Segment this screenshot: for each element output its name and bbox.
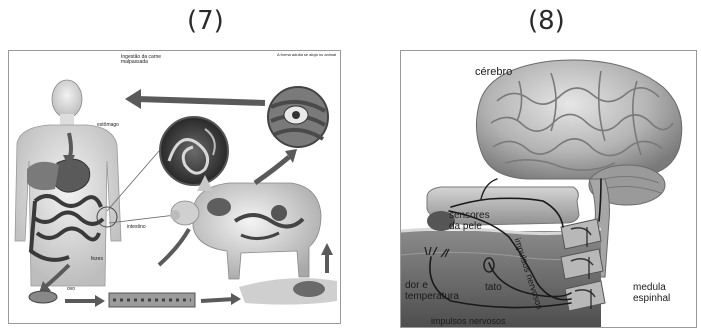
- label-feces: fezes: [91, 257, 103, 262]
- human-body: [15, 80, 121, 286]
- label-adult-in-animal: A forma adulta se aloja no animal: [277, 53, 337, 57]
- label-pain-temperature: dor e temperatura: [405, 281, 459, 302]
- label-skin-sensors: sensores da pele: [449, 211, 490, 232]
- cyst-zoom-circle: [268, 87, 328, 147]
- figure-7-panel: Ingestão da carne malpassada A forma adu…: [8, 50, 341, 324]
- label-stomach: estômago: [97, 123, 119, 128]
- label-ingestion: Ingestão da carne malpassada: [121, 55, 181, 66]
- figure-7-number: (7): [187, 6, 224, 36]
- label-egg: ovo: [67, 287, 75, 292]
- label-touch: tato: [485, 283, 502, 294]
- pig: [170, 175, 321, 279]
- spinal-cord-segments: [561, 219, 605, 311]
- label-intestine: intestino: [127, 225, 146, 230]
- label-nerve-impulses-bottom: impulsos nervosos: [431, 317, 506, 326]
- tapeworm-cycle-illustration: [9, 51, 340, 323]
- figure-8-panel: cérebro sensores da pele impulsos nervos…: [400, 50, 697, 328]
- label-spinal-cord: medula espinhal: [633, 283, 670, 304]
- label-brain: cérebro: [475, 67, 512, 79]
- figure-8-number: (8): [528, 6, 565, 36]
